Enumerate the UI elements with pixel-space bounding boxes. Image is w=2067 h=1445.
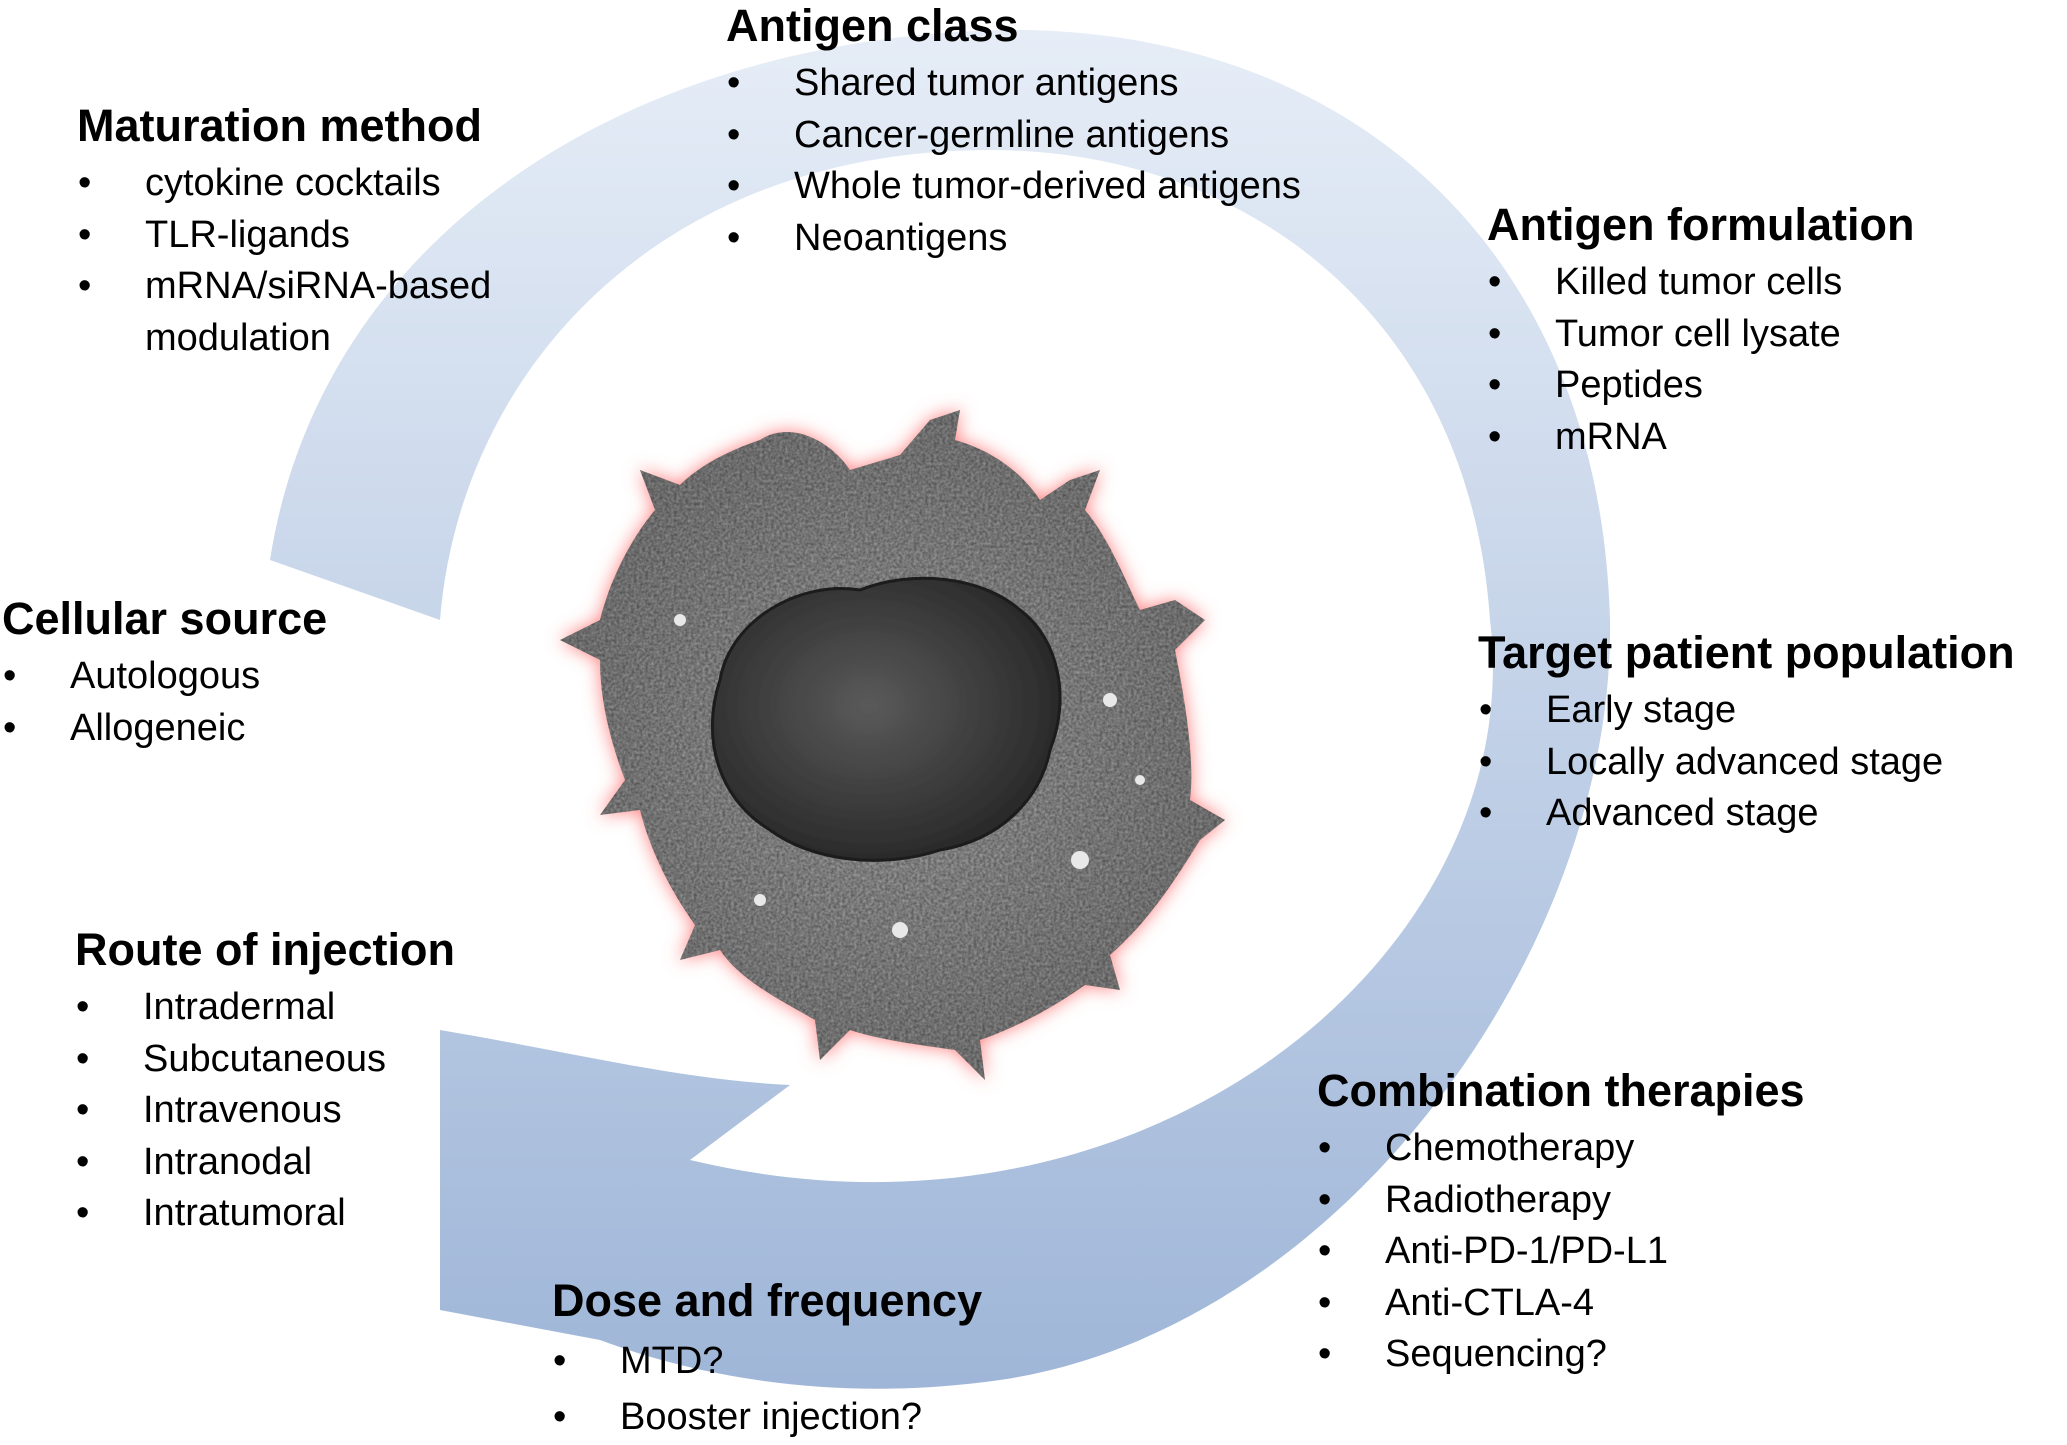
list-item: Intratumoral — [75, 1188, 455, 1240]
list-item: Sequencing? — [1317, 1329, 1805, 1381]
target-patient-population-group: Target patient population Early stage Lo… — [1478, 627, 2015, 840]
list-item: Allogeneic — [2, 703, 327, 755]
list-item: Cancer-germline antigens — [726, 110, 1301, 162]
antigen-formulation-list: Killed tumor cells Tumor cell lysate Pep… — [1487, 257, 1914, 463]
list-item: Intravenous — [75, 1085, 455, 1137]
combination-therapies-group: Combination therapies Chemotherapy Radio… — [1317, 1065, 1805, 1381]
cellular-source-list: Autologous Allogeneic — [2, 651, 327, 754]
list-item: Early stage — [1478, 685, 2015, 737]
list-item: Booster injection? — [552, 1389, 982, 1445]
route-of-injection-list: Intradermal Subcutaneous Intravenous Int… — [75, 982, 455, 1240]
list-item: Radiotherapy — [1317, 1175, 1805, 1227]
list-item: Whole tumor-derived antigens — [726, 161, 1301, 213]
list-item: Locally advanced stage — [1478, 737, 2015, 789]
cellular-source-group: Cellular source Autologous Allogeneic — [2, 593, 327, 754]
antigen-formulation-title: Antigen formulation — [1487, 199, 1915, 250]
dose-and-frequency-title: Dose and frequency — [552, 1275, 983, 1326]
list-item: Peptides — [1487, 360, 1914, 412]
list-item: Neoantigens — [726, 213, 1301, 265]
cellular-source-title: Cellular source — [2, 593, 328, 644]
list-item: Subcutaneous — [75, 1034, 455, 1086]
antigen-class-group: Antigen class Shared tumor antigens Canc… — [726, 0, 1301, 264]
list-item: cytokine cocktails — [77, 158, 491, 210]
maturation-method-list: cytokine cocktails TLR-ligands mRNA/siRN… — [77, 158, 491, 364]
antigen-class-title: Antigen class — [726, 0, 1019, 51]
list-item: Tumor cell lysate — [1487, 309, 1914, 361]
cell-nucleus — [710, 576, 1062, 862]
antigen-formulation-group: Antigen formulation Killed tumor cells T… — [1487, 199, 1914, 463]
antigen-class-list: Shared tumor antigens Cancer-germline an… — [726, 58, 1301, 264]
list-item: Intradermal — [75, 982, 455, 1034]
list-item: mRNA/siRNA-based modulation — [77, 261, 491, 364]
list-item: Autologous — [2, 651, 327, 703]
combination-therapies-list: Chemotherapy Radiotherapy Anti-PD-1/PD-L… — [1317, 1123, 1805, 1381]
combination-therapies-title: Combination therapies — [1317, 1065, 1805, 1116]
target-patient-population-list: Early stage Locally advanced stage Advan… — [1478, 685, 2015, 840]
list-item: Intranodal — [75, 1137, 455, 1189]
maturation-method-group: Maturation method cytokine cocktails TLR… — [77, 100, 491, 364]
route-of-injection-title: Route of injection — [75, 924, 455, 975]
target-patient-population-title: Target patient population — [1478, 627, 2015, 678]
list-item: Anti-CTLA-4 — [1317, 1278, 1805, 1330]
list-item: Advanced stage — [1478, 788, 2015, 840]
list-item: Anti-PD-1/PD-L1 — [1317, 1226, 1805, 1278]
dose-and-frequency-group: Dose and frequency MTD? Booster injectio… — [552, 1275, 982, 1445]
route-of-injection-group: Route of injection Intradermal Subcutane… — [75, 924, 455, 1240]
list-item: Chemotherapy — [1317, 1123, 1805, 1175]
dendritic-cell-image — [560, 410, 1225, 1080]
dose-and-frequency-list: MTD? Booster injection? — [552, 1333, 982, 1445]
list-item: Shared tumor antigens — [726, 58, 1301, 110]
list-item: TLR-ligands — [77, 210, 491, 262]
list-item: Killed tumor cells — [1487, 257, 1914, 309]
maturation-method-title: Maturation method — [77, 100, 482, 151]
list-item: mRNA — [1487, 412, 1914, 464]
list-item: MTD? — [552, 1333, 982, 1389]
